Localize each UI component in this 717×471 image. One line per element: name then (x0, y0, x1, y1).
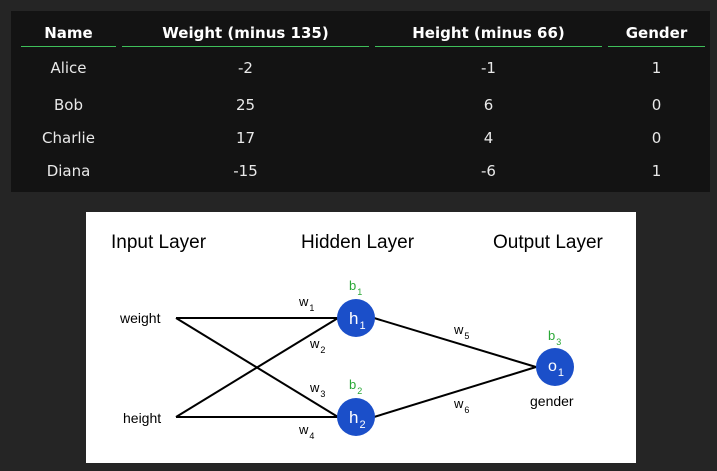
network-edges (175, 317, 537, 418)
cell-name: Bob (54, 95, 83, 114)
data-table: Name Weight (minus 135) Height (minus 66… (15, 19, 711, 187)
cell-weight: 25 (235, 95, 256, 114)
column-header-height: Height (minus 66) (375, 19, 602, 47)
bias-label-b2: b2 (349, 377, 362, 396)
cell-gender: 0 (651, 95, 662, 114)
cell-weight: -2 (238, 59, 253, 77)
cell-height: -1 (481, 59, 496, 77)
weight-label-w1: w1 (298, 294, 314, 313)
column-header-weight: Weight (minus 135) (122, 19, 369, 47)
input-weight-label: weight (119, 310, 161, 326)
cell-gender: 0 (651, 128, 662, 147)
column-header-name: Name (21, 19, 116, 47)
weight-label-w4: w4 (298, 422, 314, 441)
table-row: Bob 25 6 0 (21, 88, 705, 121)
neuron-o1: o1 (536, 348, 574, 386)
neuron-h2-circle (337, 398, 375, 436)
table-row: Alice -2 -1 1 (21, 47, 705, 88)
table-row: Charlie 17 4 0 (21, 121, 705, 154)
cell-name: Charlie (42, 128, 95, 147)
input-layer-heading: Input Layer (111, 232, 207, 253)
cell-height: -6 (481, 161, 496, 180)
cell-height: 4 (483, 128, 494, 147)
neuron-o1-label: o1 (548, 358, 564, 379)
neuron-h2-label: h2 (349, 408, 366, 431)
hidden-layer-heading: Hidden Layer (301, 232, 415, 253)
weight-label-w6: w6 (453, 396, 469, 415)
bias-label-b1: b1 (349, 278, 362, 297)
network-svg: Input Layer Hidden Layer Output Layer we… (111, 232, 604, 441)
cell-name: Diana (46, 161, 91, 180)
weight-label-w5: w5 (453, 322, 469, 341)
table-header-row: Name Weight (minus 135) Height (minus 66… (21, 19, 705, 47)
edge-height-h1 (175, 317, 339, 418)
cell-weight: -15 (233, 161, 258, 180)
neuron-h1-label: h1 (349, 309, 366, 332)
cell-gender: 1 (651, 161, 662, 180)
bias-labels: b1 b2 b3 (349, 278, 561, 396)
output-layer-heading: Output Layer (493, 232, 604, 253)
cell-name: Alice (50, 59, 87, 77)
input-height-label: height (123, 410, 161, 426)
data-table-panel: Name Weight (minus 135) Height (minus 66… (11, 11, 710, 192)
neuron-o1-circle (536, 348, 574, 386)
cell-weight: 17 (235, 128, 256, 147)
weight-label-w2: w2 (309, 336, 325, 355)
edge-h1-o1 (373, 317, 537, 368)
edge-h2-o1 (373, 366, 537, 418)
column-header-gender: Gender (608, 19, 705, 47)
neuron-h1-circle (337, 299, 375, 337)
neural-network-diagram: Input Layer Hidden Layer Output Layer we… (86, 212, 636, 463)
cell-gender: 1 (651, 59, 662, 77)
output-gender-label: gender (530, 393, 574, 409)
neuron-h2: h2 (337, 398, 375, 436)
neuron-h1: h1 (337, 299, 375, 337)
cell-height: 6 (483, 95, 494, 114)
table-row: Diana -15 -6 1 (21, 154, 705, 187)
weight-labels: w1 w2 w3 w4 w5 w6 (298, 294, 469, 441)
weight-label-w3: w3 (309, 380, 325, 399)
bias-label-b3: b3 (548, 328, 561, 347)
